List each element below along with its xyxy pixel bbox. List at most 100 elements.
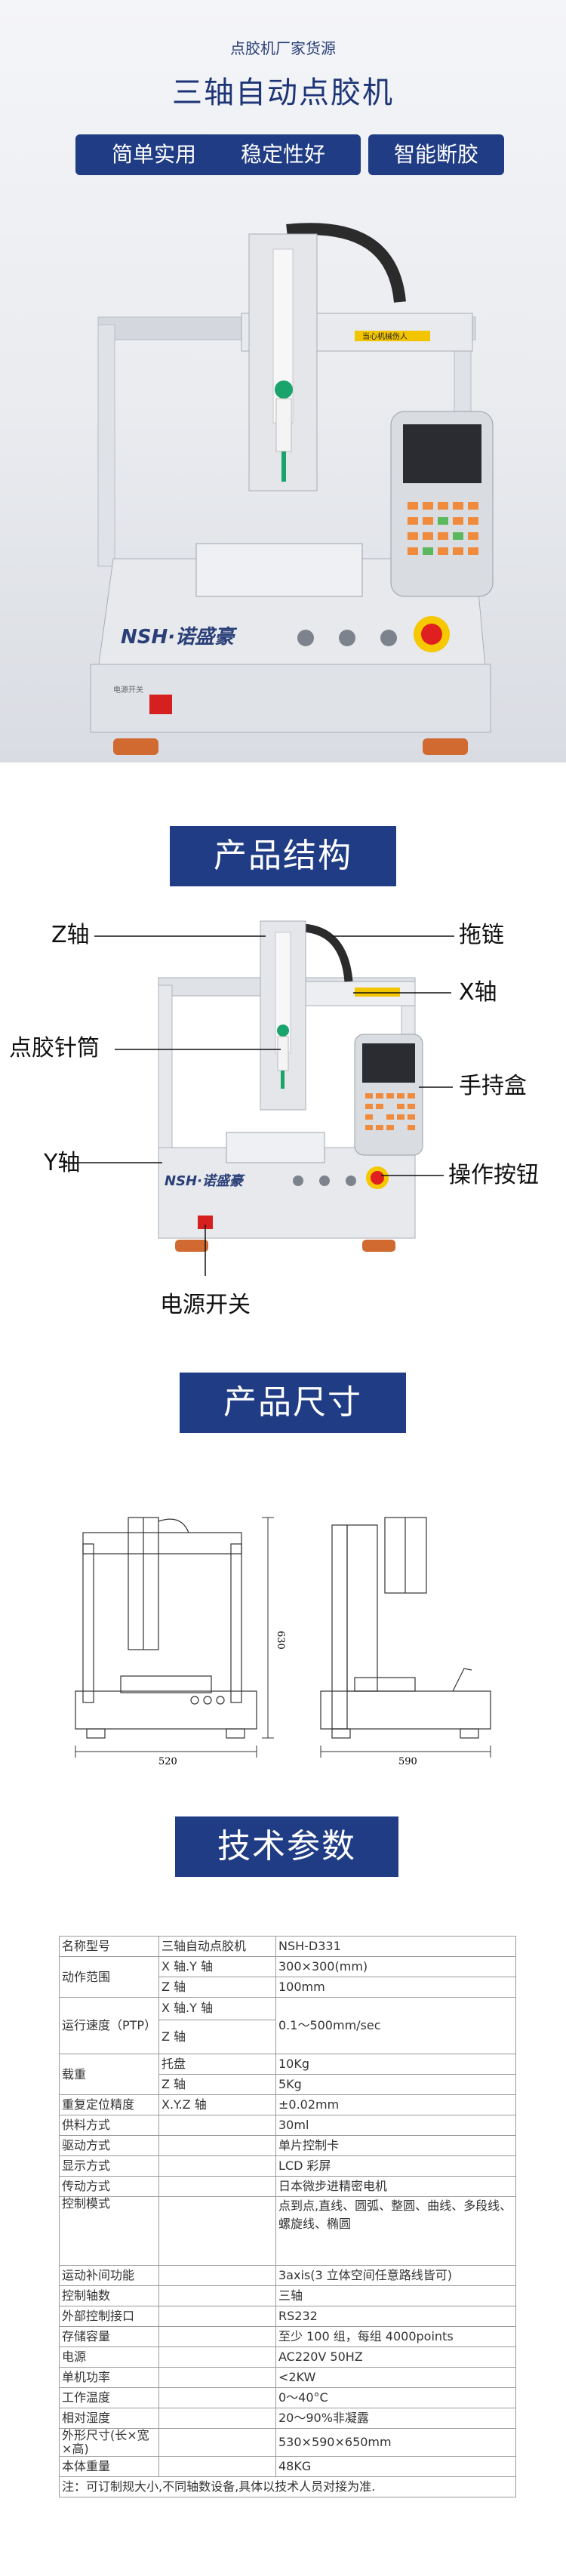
spec-subkey: X.Y.Z 轴 [158,2094,276,2115]
spec-subkey: Z 轴 [158,2074,276,2095]
spec-value: ±0.02mm [275,2094,516,2115]
label-power-switch: 电源开关 [160,1292,251,1318]
spec-key: 传动方式 [59,2176,159,2197]
label-drag-chain: 拖链 [459,922,504,948]
spec-value: 日本微步进精密电机 [275,2176,516,2197]
spec-key: 显示方式 [59,2155,159,2177]
spec-subkey [158,2408,276,2429]
spec-key: 工作温度 [59,2387,159,2408]
structure-heading: 产品结构 [170,826,396,886]
spec-value: AC220V 50HZ [275,2346,516,2368]
spec-key: 单机功率 [59,2367,159,2388]
spec-value: 530×590×650mm [275,2428,516,2457]
spec-subkey [158,2367,276,2388]
spec-value: 30ml [275,2115,516,2136]
label-handheld: 手持盒 [459,1073,527,1099]
hero-brand-logo: NSH·诺盛豪 [121,626,238,649]
spec-note: 注：可订制规大小,不同轴数设备,具体以技术人员对接为准. [59,2476,516,2497]
spec-subkey [158,2326,276,2347]
spec-key: 运行速度（PTP） [59,1997,159,2054]
table-row: 运动补间功能 3axis(3 立体空间任意路线皆可) [59,2265,516,2286]
hero-title: 三轴自动点胶机 [172,75,394,110]
spec-key: 载重 [59,2054,159,2095]
table-row: 外部控制接口 RS232 [59,2306,516,2327]
spec-value: 100mm [275,1977,516,1998]
label-operate-button: 操作按钮 [448,1162,539,1188]
spec-key: 运动补间功能 [59,2265,159,2286]
table-row: 控制轴数三轴 [59,2285,516,2306]
table-row: 存储容量 至少 100 组，每组 4000points [59,2326,516,2347]
spec-subkey [158,2456,276,2477]
spec-subkey: Z 轴 [158,2019,276,2055]
spec-value: 单片控制卡 [275,2135,516,2156]
spec-key: 驱动方式 [59,2135,159,2156]
structure-brand-logo: NSH·诺盛豪 [165,1173,245,1189]
spec-subkey [158,2285,276,2306]
label-y-axis: Y轴 [43,1150,80,1176]
spec-value: LCD 彩屏 [275,2155,516,2177]
hero-switch-label: 电源开关 [113,685,143,695]
spec-subkey [158,2346,276,2368]
spec-value: 0～40°C [275,2387,516,2408]
spec-key: 外形尺寸(长×宽×高) [59,2428,159,2457]
spec-subkey [158,2196,276,2266]
spec-subkey [158,2155,276,2177]
spec-subkey [158,2135,276,2156]
spec-key: 存储容量 [59,2326,159,2347]
spec-subkey [158,2306,276,2327]
spec-value: 三轴 [275,2285,516,2306]
label-needle: 点胶针筒 [9,1035,100,1062]
feature-badge-smart: 智能断胶 [368,134,504,175]
spec-subkey [158,2176,276,2197]
table-row: Z 轴 [60,2019,516,2055]
spec-key: 重复定位精度 [59,2094,159,2115]
table-row: 驱动方式 单片控制卡 [59,2135,516,2156]
spec-subkey: X 轴.Y 轴 [158,1997,276,2020]
spec-value: 20～90%非凝露 [275,2408,516,2429]
spec-key: 电源 [59,2346,159,2368]
hero-banner: 点胶机厂家货源 三轴自动点胶机 简单实用 稳定性好 智能断胶 当心机械伤人 NS… [0,0,566,763]
spec-value: RS232 [275,2306,516,2327]
spec-key: 外部控制接口 [59,2306,159,2327]
label-z-axis: Z轴 [51,922,90,948]
dim-front-width: 520 [158,1756,177,1767]
spec-subkey: Z 轴 [158,1977,276,1998]
structure-diagram: NSH·诺盛豪 Z轴 拖链 X轴 点胶针筒 手持盒 Y轴 操作按钮 电源开关 [9,920,539,1318]
hero-subtitle: 点胶机厂家货源 [230,39,336,57]
spec-value: 点到点,直线、圆弧、整圆、曲线、多段线、螺旋线、椭圆 [275,2196,516,2266]
spec-value: 300×300(mm) [275,1956,516,1977]
spec-value: 48KG [275,2456,516,2477]
spec-key: 本体重量 [59,2456,159,2477]
spec-key: 名称型号 [59,1936,159,1957]
spec-subkey: 托盘 [158,2054,276,2075]
specs-heading: 技术参数 [175,1816,398,1877]
table-row: 控制模式点到点,直线、圆弧、整圆、曲线、多段线、螺旋线、椭圆 [59,2196,516,2266]
table-row: 注：可订制规大小,不同轴数设备,具体以技术人员对接为准. [59,2476,516,2497]
table-row: 单机功率 <2KW [59,2367,516,2388]
spec-value: <2KW [275,2367,516,2388]
table-row: 传动方式 日本微步进精密电机 [59,2176,516,2197]
spec-subkey [158,2428,276,2457]
spec-value: 至少 100 组，每组 4000points [275,2326,516,2347]
dim-height: 630 [275,1631,286,1650]
spec-subkey [158,2387,276,2408]
spec-value: 10Kg [275,2054,516,2075]
dim-side-width: 590 [398,1756,417,1767]
spec-subkey [158,2115,276,2136]
spec-subkey: 三轴自动点胶机 [158,1936,276,1957]
label-x-axis: X轴 [459,979,497,1006]
spec-value: 3axis(3 立体空间任意路线皆可) [275,2265,516,2286]
spec-subkey: X 轴.Y 轴 [158,1956,276,1977]
spec-value: 0.1～500mm/sec [275,1997,516,2054]
warning-label: 当心机械伤人 [362,331,408,341]
spec-value: NSH-D331 [275,1936,516,1957]
table-row: 电源 AC220V 50HZ [59,2346,516,2368]
table-row: 显示方式 LCD 彩屏 [59,2155,516,2177]
dimensions-heading: 产品尺寸 [180,1373,406,1433]
